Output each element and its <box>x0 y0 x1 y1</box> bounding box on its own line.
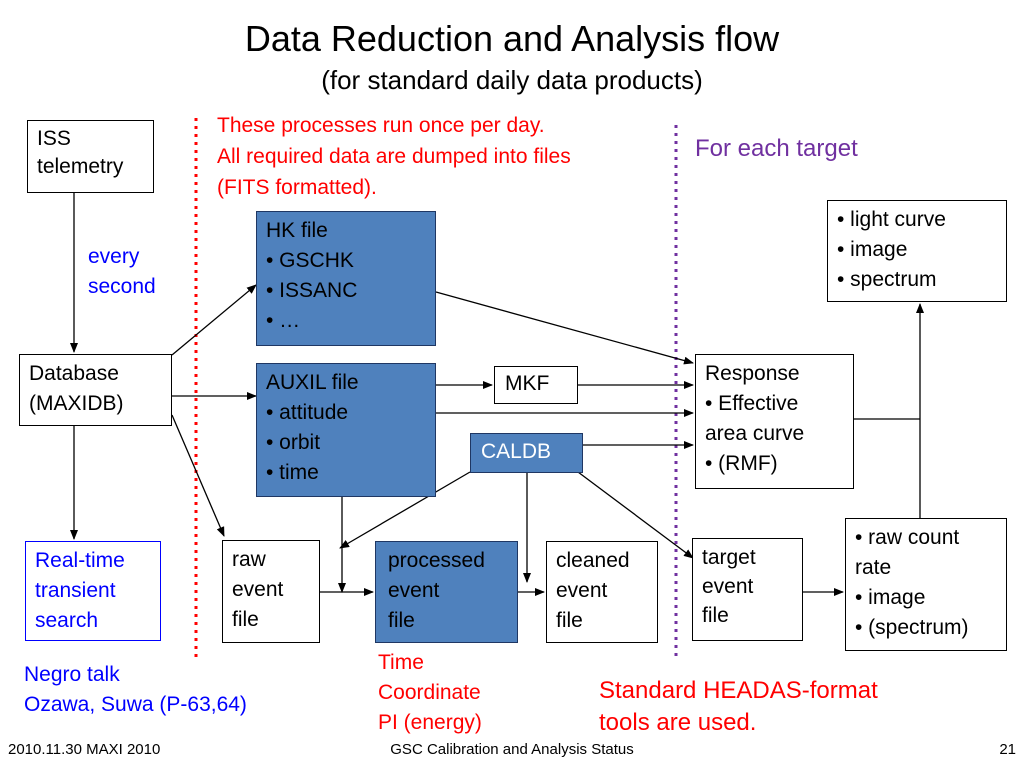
box-processed-event-file: processed event file <box>375 541 518 643</box>
arrow-caldb-to-target-event <box>577 471 694 559</box>
arrow-hk-to-response <box>435 291 694 365</box>
box-cleaned-event-file: cleaned event file <box>546 541 658 643</box>
box-raw-count-rate: • raw count rate • image • (spectrum) <box>845 518 1007 651</box>
slide-subtitle: (for standard daily data products) <box>321 65 703 95</box>
box-target-event-file: target event file <box>692 538 803 641</box>
note-every-second: every second <box>88 245 156 298</box>
arrow-database-to-raw-event <box>171 414 225 537</box>
box-raw-event-file: raw event file <box>222 540 320 643</box>
box-products: • light curve • image • spectrum <box>827 200 1007 302</box>
note-processed-fields: Time Coordinate PI (energy) <box>378 651 482 734</box>
arrow-database-to-hk <box>171 284 257 356</box>
box-response: Response • Effective area curve • (RMF) <box>695 354 854 489</box>
note-once-per-day: These processes run once per day. All re… <box>217 114 571 199</box>
note-negro-talk: Negro talk Ozawa, Suwa (P-63,64) <box>24 663 247 716</box>
box-database: Database (MAXIDB) <box>19 354 172 426</box>
footer-center: GSC Calibration and Analysis Status <box>390 741 634 758</box>
box-mkf: MKF <box>494 366 578 404</box>
arrow-caldb-to-raw-event <box>339 471 471 549</box>
box-hk-file: HK file • GSCHK • ISSANC • … <box>256 211 436 346</box>
slide-title: Data Reduction and Analysis flow <box>244 18 780 59</box>
note-headas: Standard HEADAS-format tools are used. <box>599 677 878 736</box>
footer-page-number: 21 <box>999 741 1016 758</box>
note-for-each-target: For each target <box>695 135 858 162</box>
box-realtime-search: Real-time transient search <box>25 541 161 641</box>
footer-date: 2010.11.30 MAXI 2010 <box>8 741 161 758</box>
box-iss-telemetry: ISS telemetry <box>27 120 154 193</box>
box-caldb: CALDB <box>470 433 583 473</box>
box-auxil-file: AUXIL file • attitude • orbit • time <box>256 363 436 497</box>
